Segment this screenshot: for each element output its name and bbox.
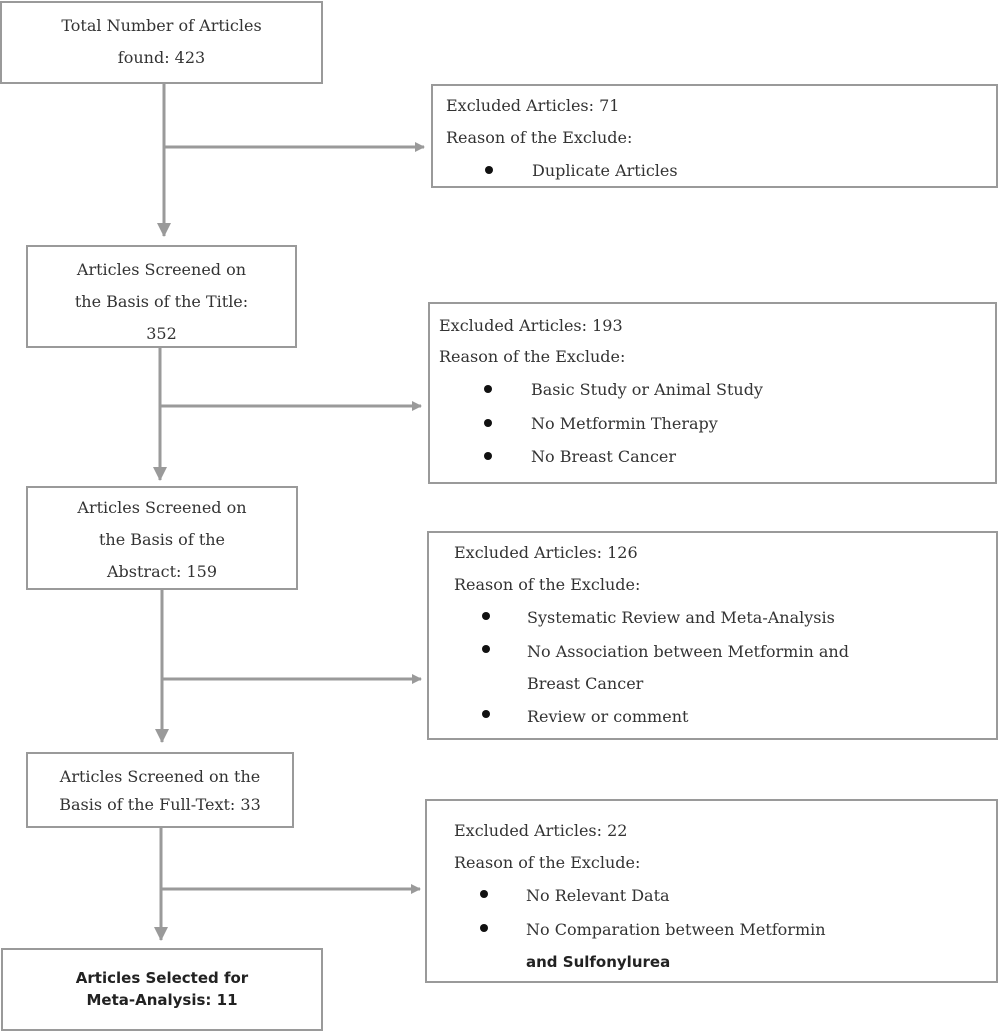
excluded-1-count: Excluded Articles: 71 bbox=[446, 96, 620, 115]
excluded-3-item-1: Systematic Review and Meta-Analysis bbox=[527, 608, 835, 627]
excluded-1-reason: Reason of the Exclude: bbox=[446, 128, 633, 147]
excluded-3-count: Excluded Articles: 126 bbox=[454, 543, 638, 562]
box-title-line3: 352 bbox=[146, 324, 177, 343]
bullet-icon bbox=[485, 166, 493, 174]
box-title-line2: the Basis of the Title: bbox=[74, 292, 249, 311]
bullet-icon bbox=[482, 612, 490, 620]
excluded-4-item-1: No Relevant Data bbox=[526, 886, 670, 905]
excluded-box-2: Excluded Articles: 193 Reason of the Exc… bbox=[428, 302, 997, 484]
box-abstract-line3: Abstract: 159 bbox=[106, 562, 218, 581]
bullet-icon bbox=[482, 645, 490, 653]
excluded-2-item-2: No Metformin Therapy bbox=[531, 414, 718, 433]
excluded-2-item-1: Basic Study or Animal Study bbox=[531, 380, 763, 399]
excluded-2-count: Excluded Articles: 193 bbox=[439, 316, 623, 335]
excluded-box-4: Excluded Articles: 22 Reason of the Excl… bbox=[425, 799, 998, 983]
box-total-line1: Total Number of Articles bbox=[61, 16, 262, 35]
bullet-icon bbox=[480, 924, 488, 932]
excluded-3-item-2: No Association between Metformin and bbox=[527, 642, 849, 661]
box-screened-abstract: Articles Screened on the Basis of the Ab… bbox=[26, 486, 298, 590]
box-selected-meta-analysis: Articles Selected for Meta-Analysis: 11 bbox=[1, 948, 323, 1031]
excluded-2-item-3: No Breast Cancer bbox=[531, 447, 677, 466]
box-screened-title: Articles Screened on the Basis of the Ti… bbox=[26, 245, 297, 348]
box-total-line2: found: 423 bbox=[117, 48, 206, 67]
excluded-box-3: Excluded Articles: 126 Reason of the Exc… bbox=[427, 531, 998, 740]
box-selected-line1: Articles Selected for bbox=[75, 969, 249, 987]
box-fulltext-line1: Articles Screened on the bbox=[59, 767, 261, 786]
box-selected-line2: Meta-Analysis: 11 bbox=[86, 991, 238, 1009]
box-total-articles: Total Number of Articles found: 423 bbox=[0, 1, 323, 84]
box-abstract-line1: Articles Screened on bbox=[77, 498, 247, 517]
bullet-icon bbox=[484, 419, 492, 427]
bullet-icon bbox=[484, 385, 492, 393]
excluded-4-reason: Reason of the Exclude: bbox=[454, 853, 641, 872]
box-abstract-line2: the Basis of the bbox=[98, 530, 226, 549]
excluded-4-item-2-cont: and Sulfonylurea bbox=[526, 953, 671, 971]
excluded-3-item-3: Review or comment bbox=[527, 707, 689, 726]
bullet-icon bbox=[484, 452, 492, 460]
box-fulltext-line2: Basis of the Full-Text: 33 bbox=[59, 795, 261, 814]
box-title-line1: Articles Screened on bbox=[76, 260, 247, 279]
excluded-4-item-2: No Comparation between Metformin bbox=[526, 920, 826, 939]
box-screened-fulltext: Articles Screened on the Basis of the Fu… bbox=[26, 752, 294, 828]
excluded-4-count: Excluded Articles: 22 bbox=[454, 821, 628, 840]
excluded-3-reason: Reason of the Exclude: bbox=[454, 575, 641, 594]
excluded-box-1: Excluded Articles: 71 Reason of the Excl… bbox=[431, 84, 998, 188]
excluded-2-reason: Reason of the Exclude: bbox=[439, 347, 626, 366]
bullet-icon bbox=[482, 710, 490, 718]
excluded-3-item-2-cont: Breast Cancer bbox=[527, 674, 644, 693]
bullet-icon bbox=[480, 890, 488, 898]
excluded-1-item-1: Duplicate Articles bbox=[532, 161, 678, 180]
